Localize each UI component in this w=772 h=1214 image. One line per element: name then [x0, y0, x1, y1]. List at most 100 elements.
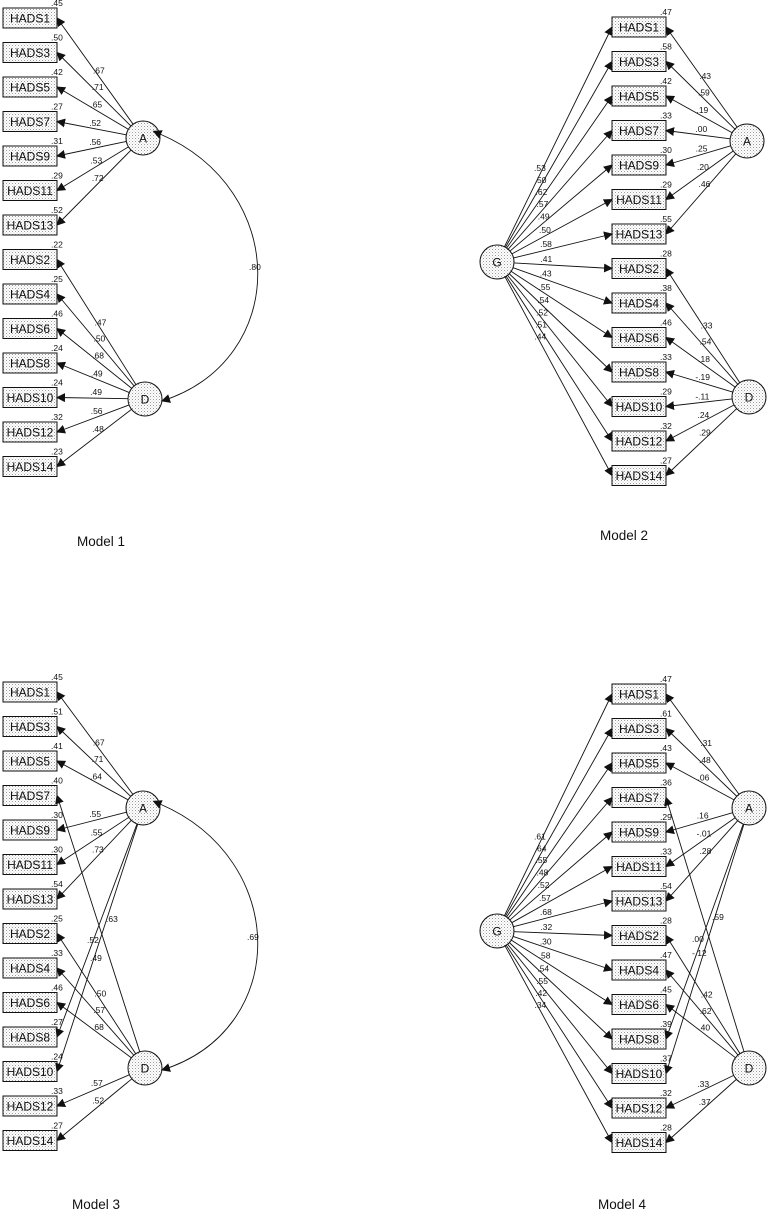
model-3-diagram: HADS1.45HADS3.51HADS5.41HADS7.40HADS9.30…	[2, 672, 259, 1212]
cross-loading-value: .52	[87, 935, 99, 945]
loading-arrow	[56, 149, 132, 226]
loading-arrow	[665, 267, 741, 383]
r-squared-value: .23	[51, 447, 63, 457]
factor-circle	[479, 913, 515, 949]
indicator-box: HADS7.33	[611, 111, 672, 141]
r-squared-value: .27	[51, 102, 63, 112]
loading-arrow	[56, 404, 130, 434]
loading-value: .49	[91, 368, 103, 378]
loading-arrow	[513, 930, 613, 940]
loading-arrow	[56, 393, 129, 403]
cross-loading-arrow	[664, 823, 744, 1040]
loading-value: .57	[91, 1078, 103, 1088]
indicator-box: HADS6.45	[611, 985, 672, 1015]
indicator-box: HADS1.45	[2, 0, 63, 29]
r-squared-value: .33	[660, 111, 672, 121]
loading-arrow	[665, 817, 736, 868]
loading-value: .52	[538, 880, 550, 890]
indicator-box: HADS12.33	[2, 1086, 63, 1117]
loading-value: -.01	[697, 829, 712, 839]
indicator-box: HADS13 .55	[611, 214, 672, 245]
loading-value: .54	[700, 337, 712, 347]
indicator-box: HADS3.61	[611, 709, 672, 739]
r-squared-value: .40	[51, 776, 63, 786]
factor-label: A	[139, 132, 147, 146]
loading-arrow	[510, 270, 613, 339]
indicator-box: HADS4.47	[611, 950, 672, 981]
indicator-box: HADS3.50	[2, 33, 63, 63]
loading-arrow	[56, 725, 131, 797]
loading-value: .68	[540, 907, 552, 917]
indicator-label: HADS13	[616, 228, 663, 242]
loading-arrow	[505, 727, 613, 917]
r-squared-value: .47	[660, 7, 672, 17]
loading-value: .57	[537, 199, 549, 209]
loading-value: .58	[539, 950, 551, 960]
factor-circle	[731, 379, 767, 415]
indicator-box: HADS2.28	[611, 249, 672, 279]
indicator-box: HADS1.47	[611, 674, 672, 705]
r-squared-value: .29	[660, 812, 672, 822]
indicator-box: HADS14.28	[611, 1123, 672, 1153]
loading-value: .33	[701, 320, 713, 330]
factor-correlation-arc	[152, 130, 259, 403]
r-squared-value: .50	[51, 33, 63, 43]
loading-arrow	[665, 26, 738, 128]
loading-value: .61	[534, 832, 546, 842]
latent-factor-D: D	[731, 1050, 767, 1086]
indicator-label: HADS13	[7, 893, 54, 907]
correlation-value: .80	[249, 262, 261, 272]
indicator-label: HADS8	[619, 366, 659, 380]
loading-arrow	[507, 275, 613, 408]
loading-arrow	[56, 51, 132, 127]
loading-arrow	[665, 398, 733, 411]
indicator-label: HADS6	[10, 322, 50, 336]
latent-factor-A: A	[125, 120, 161, 156]
model-title: Model 2	[600, 528, 648, 543]
indicator-box: HADS10.24	[2, 378, 63, 408]
r-squared-value: .54	[51, 879, 63, 889]
loading-arrow	[509, 831, 613, 921]
loading-value: .64	[90, 771, 102, 781]
model-4-diagram: HADS1.47HADS3.61HADS5.43HADS7.36HADS9.29…	[479, 674, 767, 1212]
model-title: Model 3	[72, 1197, 120, 1212]
r-squared-value: .46	[51, 309, 63, 319]
indicator-label: HADS11	[616, 193, 662, 207]
cross-loading-arrow	[664, 824, 745, 1075]
r-squared-value: .42	[660, 76, 672, 86]
r-squared-value: .29	[660, 387, 672, 397]
indicator-box: HADS13 .54	[2, 879, 63, 910]
factor-label: A	[139, 802, 147, 816]
factor-label: A	[745, 802, 753, 816]
loading-arrow	[56, 1074, 130, 1107]
indicator-box: HADS11.30	[2, 845, 63, 875]
loading-value: .53	[90, 155, 102, 165]
loading-arrow	[504, 693, 613, 916]
indicator-box: HADS5.42	[611, 76, 672, 107]
r-squared-value: .55	[660, 214, 672, 224]
loading-value: .71	[92, 82, 104, 92]
loading-value: .55	[91, 828, 103, 838]
loading-value: -.19	[695, 372, 710, 382]
factor-label: D	[745, 1062, 754, 1076]
loading-value: .00	[695, 124, 707, 134]
r-squared-value: .27	[660, 456, 672, 466]
loading-arrow	[509, 164, 613, 252]
loading-arrow	[504, 276, 613, 477]
loading-value: .43	[540, 268, 552, 278]
latent-factor-A: A	[731, 790, 767, 826]
latent-factor-A: A	[125, 790, 161, 826]
loading-arrow	[507, 796, 613, 919]
loading-value: .40	[698, 1023, 710, 1033]
loading-arrow	[511, 939, 613, 1006]
indicator-label: HADS10	[616, 400, 663, 414]
loading-value: .56	[89, 137, 101, 147]
indicator-box: HADS2.25	[2, 914, 63, 944]
factor-label: G	[492, 925, 501, 939]
r-squared-value: .27	[51, 1017, 63, 1027]
loading-value: .30	[540, 937, 552, 947]
indicator-box: HADS1.45	[2, 672, 63, 703]
loading-value: .52	[536, 308, 548, 318]
r-squared-value: .47	[660, 674, 672, 684]
loading-value: .49	[90, 387, 102, 397]
